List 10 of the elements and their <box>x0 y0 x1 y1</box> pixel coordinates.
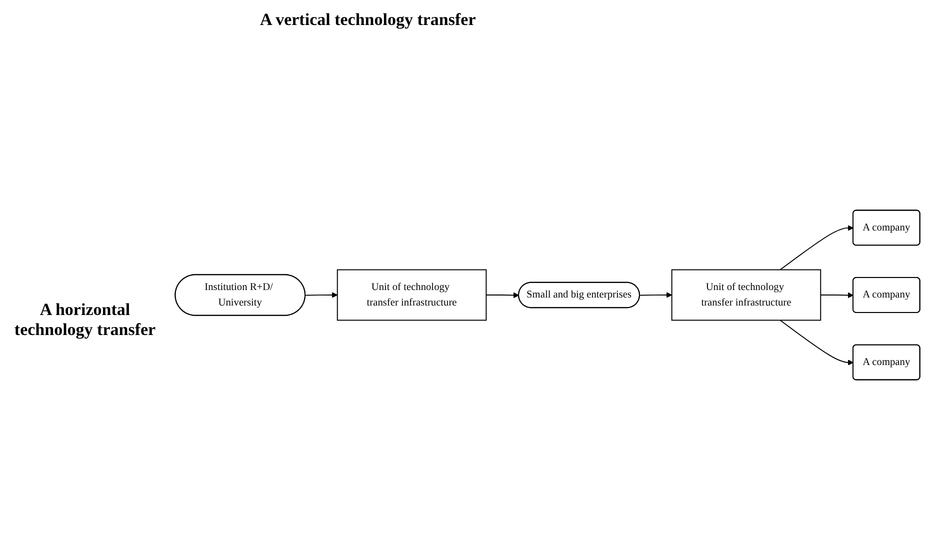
arrow <box>820 292 854 298</box>
arrow <box>780 320 854 366</box>
arrow <box>486 292 520 298</box>
side-label: A horizontal technology transfer <box>13 300 157 340</box>
node-box: Unit of technology transfer infrastructure <box>671 269 822 321</box>
arrow <box>304 292 338 298</box>
arrow <box>639 292 672 298</box>
heading: A vertical technology transfer <box>260 10 476 30</box>
node-box: Unit of technology transfer infrastructure <box>336 269 487 321</box>
arrow <box>780 225 854 270</box>
